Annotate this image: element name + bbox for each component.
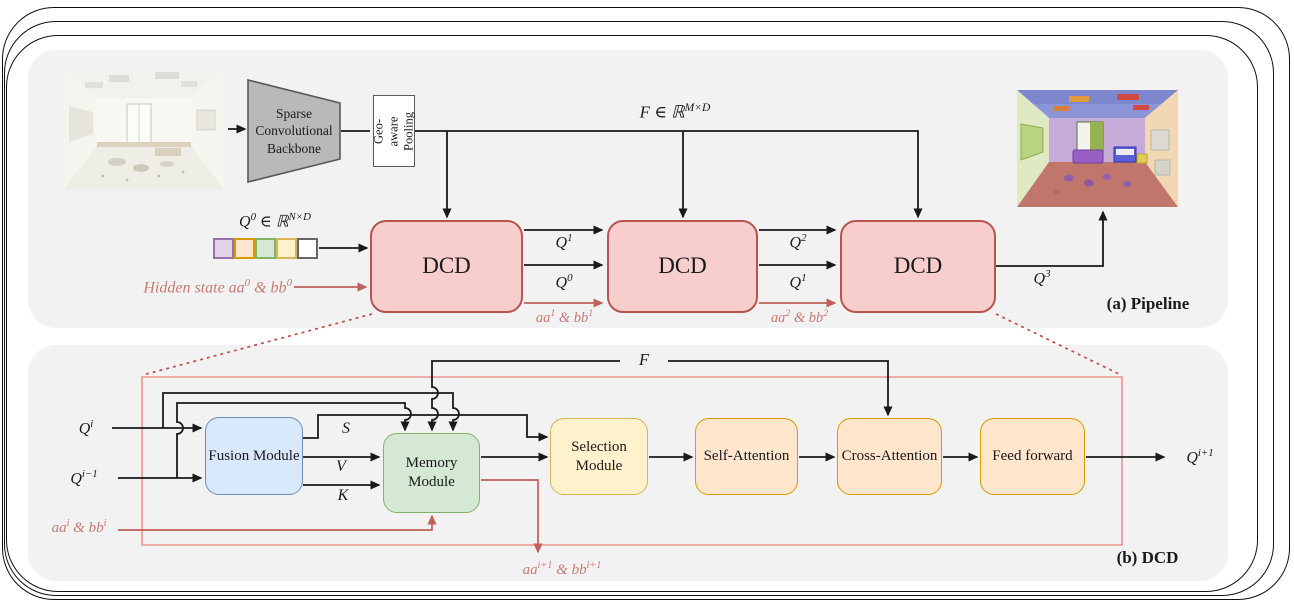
panel-a-caption: (a) Pipeline [1106,294,1190,313]
edge-memory-to-hidden-next [481,479,543,554]
fusion-module: Fusion Module [205,417,303,495]
edge-label-q3-out: Q3 [1033,268,1051,288]
query-token [297,238,318,259]
edge-label-aa1: aa1 & bb1 [535,308,594,326]
input-point-cloud-image [63,68,225,190]
edge-qi-bus-to-memory [162,392,460,432]
geo-aware-pooling-box: Geo-aware Pooling [371,95,416,167]
backbone-label: Sparse Convolutional Backbone [255,105,333,156]
edge-label-q0-bottom: Q0 [555,272,573,292]
edge-label-q2-top: Q2 [789,232,807,252]
edge-s-to-selection [303,414,549,442]
dcd-boundary-rect [141,376,1123,546]
zoom-dashed-right [995,313,1122,376]
input-label-hidden: aai & bbi [51,518,107,536]
fusion-output-v: V [336,458,346,475]
cross-attention-module: Cross-Attention [837,418,942,495]
edge-label-q1-bottom: Q1 [789,272,807,292]
panel-b-wires [112,360,1166,554]
query-dim-label: Q0 ∈ ℝN×D [239,211,311,231]
edge-hidden-to-memory [118,514,437,531]
backbone-trapezoid [247,78,341,184]
input-label-qim1: Qi−1 [70,468,98,488]
panel-b-caption: (b) DCD [1116,548,1179,567]
edge-label-q1-top: Q1 [555,232,573,252]
zoom-dashed-left [142,313,373,376]
feed-forward-module: Feed forward [980,418,1085,495]
selection-module: Selection Module [550,418,648,495]
edge-feature-bus [415,130,923,219]
fusion-output-k: K [337,487,349,504]
edge-feature-to-cross-attention [668,360,893,417]
feature-label-b: F [638,350,650,369]
edge-label-aa2: aa2 & bb2 [770,308,829,326]
memory-module: Memory Module [383,433,480,513]
edge-qim1-bus-to-memory [176,402,412,478]
input-label-qi: Qi [78,418,94,438]
output-label-hidden-next: aai+1 & bbi+1 [522,560,602,578]
self-attention-module: Self-Attention [695,418,798,495]
output-point-cloud-image [1017,90,1178,207]
dcd-block-1: DCD [370,220,523,313]
query-token [276,238,297,259]
output-label-qnext: Qi+1 [1186,447,1214,467]
dcd-block-2: DCD [607,220,758,313]
query-token [234,238,255,259]
query-token-row [213,238,318,259]
edge-feature-to-memory [427,360,620,432]
query-token [255,238,276,259]
edge-dcd3-to-output [996,210,1108,267]
hidden-state-label: Hidden state aa0 & bb0 [143,277,292,297]
feature-dim-label: F ∈ ℝM×D [639,101,711,122]
dcd-block-3: DCD [840,220,996,313]
query-token [213,238,234,259]
panel-a-wires [142,78,1122,376]
geo-aware-pooling-label: Geo-aware Pooling [371,111,416,151]
fusion-output-s: S [342,420,350,437]
